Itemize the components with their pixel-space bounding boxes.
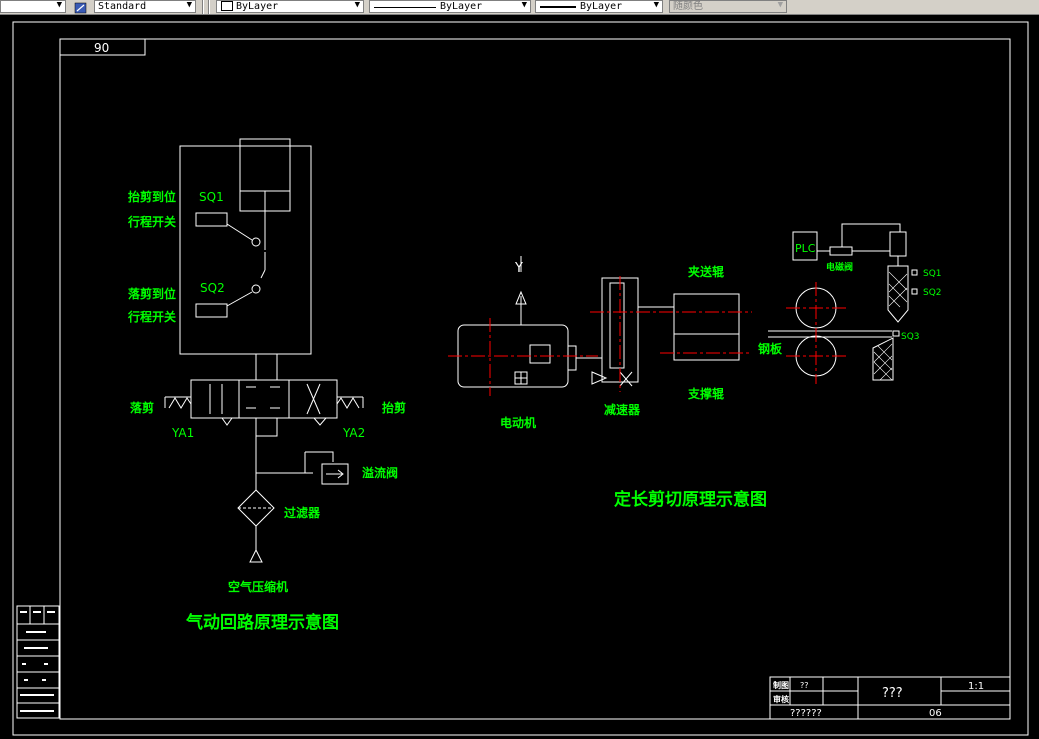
linetype-dropdown[interactable]: ByLayer▼ bbox=[369, 0, 531, 13]
sq2-label: SQ2 bbox=[200, 281, 225, 295]
solenoid-valve-label: 电磁阀 bbox=[826, 261, 853, 273]
text-style-icon[interactable] bbox=[74, 0, 88, 14]
motor-box bbox=[529, 344, 551, 364]
shear-mechanism bbox=[457, 223, 918, 388]
feed-roll bbox=[673, 293, 740, 335]
title-block-text: 制图 ?? 审核 ??? 1:1 ?????? 06 bbox=[773, 680, 984, 719]
switch-up-label-1: 抬剪到位 bbox=[128, 189, 176, 204]
linetype-value: ByLayer bbox=[440, 1, 483, 12]
text-style-dropdown-left[interactable]: ▼ bbox=[0, 0, 66, 13]
solenoid-valve bbox=[829, 246, 853, 256]
upper-blade bbox=[887, 265, 909, 323]
toolbar-separator bbox=[208, 0, 210, 14]
zone-label: 90 bbox=[94, 41, 109, 55]
steel-plate-label: 钢板 bbox=[758, 341, 783, 356]
plc-box bbox=[792, 231, 818, 261]
shear-title: 定长剪切原理示意图 bbox=[614, 489, 767, 510]
relief-pilot bbox=[305, 451, 334, 462]
sq1-label: SQ1 bbox=[199, 190, 224, 204]
lower-blade bbox=[872, 337, 894, 381]
up-label: 抬剪 bbox=[382, 400, 406, 415]
drawing-name: ??? bbox=[882, 686, 903, 701]
zone-box bbox=[59, 38, 146, 56]
filter-label: 过滤器 bbox=[284, 505, 321, 520]
plot-style-dropdown[interactable]: 随颜色▼ bbox=[669, 0, 787, 13]
solenoid-ya1 bbox=[168, 397, 192, 409]
support-roll-label: 支撑辊 bbox=[687, 386, 724, 401]
pneumatic-codes: SQ1 SQ2 YA1 YA2 bbox=[171, 190, 365, 440]
pneumatic-circuit bbox=[164, 138, 364, 563]
text-style-value: Standard bbox=[98, 1, 147, 12]
outer-border bbox=[12, 21, 1029, 736]
scale-value: 1:1 bbox=[968, 681, 984, 692]
sq1-roller bbox=[251, 237, 261, 247]
compressor-label: 空气压缩机 bbox=[228, 579, 288, 594]
exhaust bbox=[313, 417, 327, 426]
relief-valve-label: 溢流阀 bbox=[362, 465, 398, 480]
reducer-label: 减速器 bbox=[604, 402, 641, 417]
ya1-label: YA1 bbox=[171, 426, 194, 440]
support-roll bbox=[673, 333, 740, 361]
motor-label: 电动机 bbox=[500, 415, 536, 430]
valve-pos-center bbox=[238, 379, 290, 419]
center-lines bbox=[448, 276, 846, 396]
down-label: 落剪 bbox=[130, 400, 154, 415]
properties-toolbar: ▼ Standard▼ ByLayer▼ ByLayer▼ ByLayer▼ 随… bbox=[0, 0, 1039, 15]
sq2-roller bbox=[251, 284, 261, 294]
valve-pos-2 bbox=[288, 379, 338, 419]
y-axis-label: Y bbox=[514, 261, 523, 276]
valve-flow bbox=[306, 383, 321, 415]
color-dropdown[interactable]: ByLayer▼ bbox=[216, 0, 364, 13]
sq1-switch-box bbox=[195, 212, 228, 227]
inner-border bbox=[59, 38, 1011, 720]
pneumatic-title: 气动回路原理示意图 bbox=[185, 612, 339, 633]
shear-sq2-label: SQ2 bbox=[923, 288, 942, 298]
lineweight-value: ByLayer bbox=[580, 1, 623, 12]
plc-label: PLC bbox=[795, 242, 816, 255]
switch-up-label-2: 行程开关 bbox=[127, 214, 176, 229]
reducer-inner bbox=[609, 282, 625, 369]
pneumatic-labels: 抬剪到位 行程开关 落剪到位 行程开关 落剪 抬剪 溢流阀 过滤器 空气压缩机 … bbox=[127, 189, 406, 633]
lineweight-sample-icon bbox=[540, 6, 576, 8]
toolbar-separator bbox=[202, 0, 204, 14]
revision-strip-marks bbox=[20, 611, 55, 712]
sq2-switch-box bbox=[195, 303, 228, 318]
revision-strip bbox=[16, 605, 60, 719]
reducer-input-arrow bbox=[591, 371, 608, 385]
shear-sq1-label: SQ1 bbox=[923, 269, 942, 279]
valve-port-lines bbox=[255, 418, 278, 437]
sheet-number: 06 bbox=[929, 708, 942, 719]
color-value: ByLayer bbox=[236, 1, 279, 12]
checked-label: 审核 bbox=[773, 694, 789, 704]
text-style-dropdown[interactable]: Standard▼ bbox=[94, 0, 196, 13]
linetype-sample-icon bbox=[374, 7, 436, 8]
feed-roll-label: 夹送辊 bbox=[688, 264, 724, 279]
shear-sq3-label: SQ3 bbox=[901, 332, 920, 342]
shear-labels: 电动机 减速器 夹送辊 支撑辊 钢板 电磁阀 定长剪切原理示意图 bbox=[500, 261, 853, 510]
title-block[interactable] bbox=[769, 676, 1011, 720]
solenoid-ya2 bbox=[336, 397, 360, 409]
drawing-canvas[interactable]: 90 bbox=[0, 15, 1039, 739]
sq1-lever bbox=[226, 223, 253, 241]
shear-cylinder bbox=[889, 231, 907, 257]
switch-down-label-1: 落剪到位 bbox=[128, 286, 176, 301]
ya2-label: YA2 bbox=[342, 426, 365, 440]
machine-frame bbox=[179, 145, 312, 355]
air-source bbox=[249, 548, 263, 563]
drawn-label: 制图 bbox=[773, 680, 789, 690]
blade-hatch bbox=[873, 271, 908, 381]
switch-down-label-2: 行程开关 bbox=[127, 309, 176, 324]
exhaust bbox=[221, 417, 233, 426]
school-name: ?????? bbox=[790, 708, 822, 719]
lineweight-dropdown[interactable]: ByLayer▼ bbox=[535, 0, 663, 13]
color-swatch-icon bbox=[221, 1, 233, 11]
relief-valve-body bbox=[321, 463, 349, 485]
shear-codes: PLC SQ1 SQ2 SQ3 bbox=[795, 242, 942, 342]
rod-tip bbox=[260, 269, 266, 279]
drawn-value: ?? bbox=[800, 681, 809, 690]
plot-style-value: 随颜色 bbox=[673, 1, 703, 12]
sq2-lever bbox=[226, 291, 253, 307]
valve-pos-1 bbox=[190, 379, 240, 419]
